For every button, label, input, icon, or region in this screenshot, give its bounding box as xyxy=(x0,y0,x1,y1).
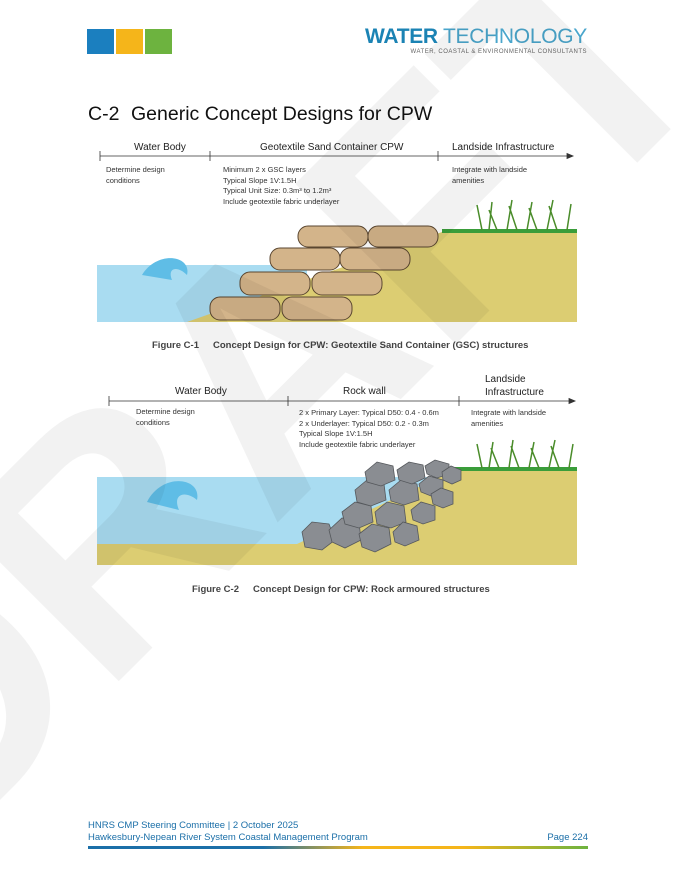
grass-icon xyxy=(476,199,572,231)
section-title: Generic Concept Designs for CPW xyxy=(131,103,433,125)
figure-gsc-diagram: Water Body Geotextile Sand Container CPW… xyxy=(97,140,577,325)
sandbags xyxy=(209,225,439,321)
footer-color-bar xyxy=(88,846,588,849)
page-footer: HNRS CMP Steering Committee | 2 October … xyxy=(88,820,588,844)
brand-name-light: TECHNOLOGY xyxy=(437,25,587,48)
zone-label-infrastructure: Infrastructure xyxy=(485,387,544,398)
rockwall-illustration xyxy=(97,396,577,565)
footer-program-title: Hawkesbury-Nepean River System Coastal M… xyxy=(88,832,368,843)
page-number: Page 224 xyxy=(547,832,588,843)
note-rock-wall: 2 x Primary Layer: Typical D50: 0.4 - 0.… xyxy=(299,408,439,449)
zone-label-landside: Landside xyxy=(485,374,526,385)
logo-tile-blue xyxy=(87,29,114,54)
figure-rockwall-diagram: Water Body Rock wall Landside Infrastruc… xyxy=(97,372,577,567)
section-number: C-2 xyxy=(88,103,120,125)
footer-committee-date: HNRS CMP Steering Committee | 2 October … xyxy=(88,820,299,831)
wave-icon xyxy=(147,481,198,510)
brand-logo: WATER TECHNOLOGY WATER, COASTAL & ENVIRO… xyxy=(365,26,587,55)
company-logo-tiles xyxy=(87,29,172,54)
wave-icon xyxy=(142,258,188,280)
zone-label-landside: Landside Infrastructure xyxy=(452,142,555,153)
gsc-illustration xyxy=(97,151,577,322)
dimension-arrows xyxy=(108,396,577,406)
rock-armour xyxy=(301,459,462,553)
brand-name-bold: WATER xyxy=(365,25,438,48)
brand-tagline: WATER, COASTAL & ENVIRONMENTAL CONSULTAN… xyxy=(410,49,587,55)
zone-label-water-body: Water Body xyxy=(134,142,186,153)
grass-line xyxy=(442,229,577,233)
logo-tile-yellow xyxy=(116,29,143,54)
logo-tile-green xyxy=(145,29,172,54)
dimension-arrows xyxy=(99,151,575,161)
section-heading: C-2 Generic Concept Designs for CPW xyxy=(88,103,432,126)
zone-label-gsc: Geotextile Sand Container CPW xyxy=(260,142,404,153)
grass-line xyxy=(455,467,577,471)
zone-label-rock-wall: Rock wall xyxy=(343,386,386,397)
zone-label-water-body: Water Body xyxy=(175,386,227,397)
grass-icon xyxy=(476,439,574,469)
sand-embankment xyxy=(97,470,577,565)
